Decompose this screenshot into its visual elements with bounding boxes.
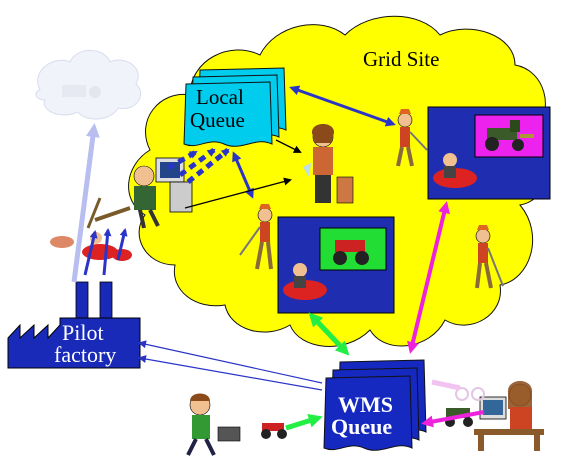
- green-double-arrow: [308, 312, 350, 356]
- atv-icon: [261, 423, 287, 439]
- black-arrow: [184, 177, 292, 209]
- wms-queue-label-line2: Queue: [331, 414, 392, 439]
- blue-double-arrow: [289, 85, 396, 127]
- blue-dashed-arrow: [186, 148, 230, 184]
- desk-user-icon: [474, 381, 544, 451]
- tractor-icon: [485, 120, 534, 151]
- grid-site-label: Grid Site: [363, 47, 439, 71]
- local-queue-label-line1: Local: [196, 85, 244, 109]
- blue-dashed-arrow: [166, 149, 198, 171]
- thin-blue-arrow: [138, 355, 323, 391]
- clerk-icon: [303, 124, 354, 204]
- document-stack-icon: [183, 67, 287, 147]
- thin-blue-arrow: [138, 340, 323, 384]
- worker-panel-top-right: [427, 106, 551, 200]
- worker-icon: [475, 225, 504, 289]
- worker-icon: [239, 204, 273, 270]
- magenta-arrow: [421, 410, 485, 428]
- wms-queue-stack: WMS Queue: [323, 359, 427, 451]
- local-queue-stack: Local Queue: [183, 67, 287, 147]
- blue-arrow: [116, 228, 128, 261]
- magenta-double-arrow: [407, 201, 450, 354]
- local-queue-label-line2: Queue: [190, 108, 245, 132]
- pilot-factory-label-line1: Pilot: [62, 320, 104, 345]
- factory-icon: [7, 281, 141, 369]
- black-arrow: [275, 139, 302, 153]
- green-arrow: [285, 414, 323, 431]
- operator-icon: [86, 157, 193, 229]
- faded-bike-icon: [455, 387, 485, 401]
- atv-icon: [333, 240, 369, 265]
- rider-icon: [433, 153, 477, 188]
- rider-icon: [283, 263, 327, 300]
- document-stack-icon: [323, 359, 427, 451]
- arrows: [71, 85, 485, 431]
- worker-icon: [396, 109, 428, 167]
- laptop-user-icon: [186, 393, 241, 456]
- pilot-factory-label-line2: factory: [54, 342, 116, 367]
- blue-arrow: [102, 228, 112, 276]
- blue-double-arrow: [232, 151, 254, 199]
- wms-queue-label-line1: WMS: [338, 392, 393, 417]
- blue-arrow: [83, 230, 98, 276]
- pilot-factory: Pilot factory: [7, 281, 141, 369]
- faded-pink-arrow: [431, 379, 461, 391]
- worker-panel-middle: [277, 216, 395, 314]
- faded-cloud-icon: [35, 49, 142, 120]
- faded-arrow: [71, 123, 100, 283]
